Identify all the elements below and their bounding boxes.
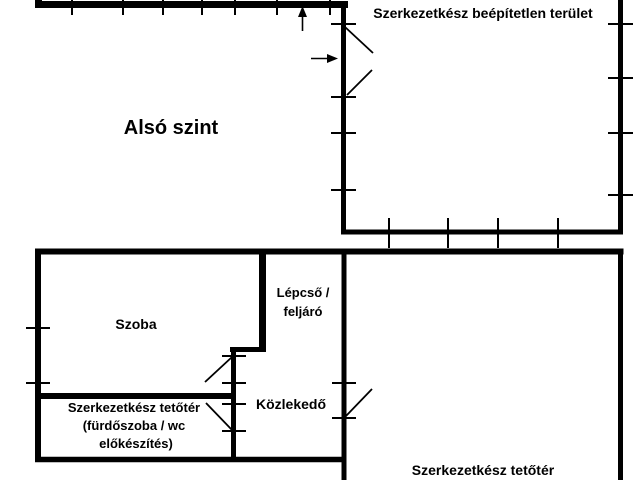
- door-leaf-szoba: [204, 356, 233, 383]
- door-leaf: [344, 26, 374, 54]
- entry-arrow: [311, 54, 338, 63]
- room-label-szoba: Szoba: [115, 316, 156, 332]
- room-label-bathroom-line1: Szerkezetkész tetőtér: [68, 400, 200, 415]
- room-label-bathroom-line3: előkészítés): [99, 436, 173, 451]
- upper-plan-dimension-ticks: [71, 0, 633, 248]
- floor-title: Alsó szint: [124, 117, 219, 139]
- lower-plan-dimension-ticks: [26, 327, 356, 432]
- up-arrow-head: [298, 6, 307, 17]
- room-label-stairs-line2: feljáró: [283, 304, 322, 319]
- door-leaf-bathroom: [205, 402, 233, 431]
- door-leaf-attic: [345, 388, 373, 417]
- lower-plan-walls: [35, 248, 624, 480]
- unbuilt-area-label: Szerkezetkész beépítetlen terület: [373, 5, 593, 21]
- room-label-bathroom-line2: (fürdőszoba / wc: [83, 418, 186, 433]
- room-label-hallway: Közlekedő: [256, 396, 326, 412]
- up-arrow: [298, 6, 307, 31]
- room-label-stairs-line1: Lépcső /: [277, 285, 330, 300]
- upper-plan: Szerkezetkész beépítetlen terület Alsó s…: [35, 0, 633, 248]
- lower-plan-door-symbols: [204, 356, 373, 431]
- upper-plan-door-symbols: [344, 26, 374, 96]
- entry-arrow-head: [327, 54, 338, 63]
- room-label-attic: Szerkezetkész tetőtér: [412, 462, 555, 478]
- lower-plan: Szoba Lépcső / feljáró Közlekedő Szerkez…: [26, 248, 624, 480]
- door-leaf: [346, 69, 373, 96]
